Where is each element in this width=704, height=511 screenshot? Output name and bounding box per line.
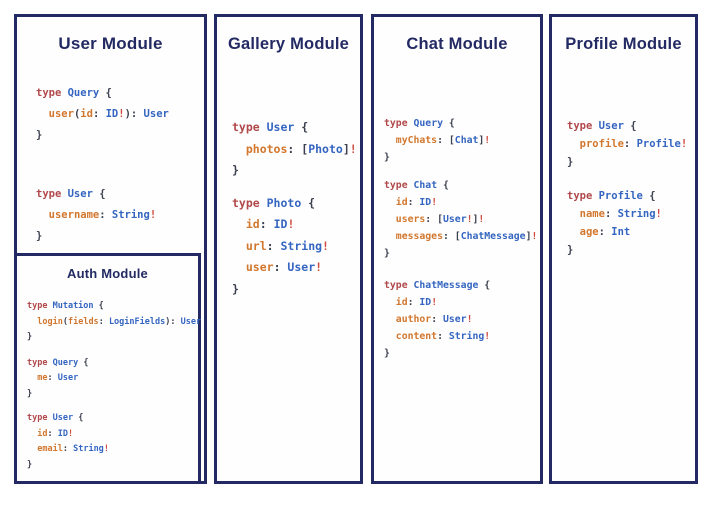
code-line: login(fields: LoginFields): User (37, 316, 202, 327)
code-line: users: [User!]! (395, 214, 485, 225)
code-line: username: String! (48, 209, 157, 221)
code-line: id: ID! (395, 197, 438, 208)
code-line: type User { (27, 413, 84, 423)
code-line: photos: [Photo]! (245, 141, 357, 156)
panel-chat-module: Chat Module type Query { myChats: [Chat]… (371, 14, 543, 484)
code-line: type User { (36, 188, 106, 200)
code-line: type Mutation { (27, 301, 104, 311)
profile-type-code-block: type Profile { name: String! age: Int} (567, 187, 695, 259)
code-line: type Query { (36, 87, 112, 99)
code-line: email: String! (37, 444, 109, 454)
auth-mutation-code-block: type Mutation { login(fields: LoginField… (27, 299, 202, 346)
code-line: content: String! (395, 331, 491, 342)
chat-message-code-block: type ChatMessage { id: ID! author: User!… (384, 277, 540, 362)
code-line: profile: Profile! (579, 138, 688, 150)
gallery-photo-code-block: type Photo { id: ID! url: String! user: … (232, 193, 360, 301)
code-line: id: ID! (37, 428, 74, 439)
chat-type-code-block: type Chat { id: ID! users: [User!]! mess… (384, 177, 540, 262)
code-line: type Profile { (567, 190, 656, 202)
code-line: type Query { (384, 118, 455, 129)
code-line: } (27, 388, 33, 399)
code-line: user(id: ID!): User (48, 108, 169, 120)
auth-query-code-block: type Query { me: User} (27, 356, 198, 403)
panel-gallery-module: Gallery Module type User { photos: [Phot… (214, 14, 363, 484)
code-line: id: ID! (395, 297, 438, 308)
gallery-user-code-block: type User { photos: [Photo]!} (232, 117, 360, 182)
code-line: myChats: [Chat]! (395, 135, 491, 146)
profile-user-code-block: type User { profile: Profile!} (567, 117, 695, 171)
code-line: } (567, 244, 574, 256)
chat-module-title: Chat Module (406, 35, 508, 53)
code-line: type Chat { (384, 180, 449, 191)
user-query-code-block: type Query { user(id: ID!): User} (36, 83, 204, 146)
auth-user-code-block: type User { id: ID! email: String!} (27, 411, 198, 473)
code-line: type User { (567, 120, 637, 132)
code-line: type User { (232, 120, 309, 134)
user-module-title: User Module (58, 34, 163, 53)
code-line: } (384, 348, 390, 359)
code-line: } (27, 459, 33, 470)
chat-query-code-block: type Query { myChats: [Chat]!} (384, 115, 540, 166)
code-line: author: User! (395, 314, 473, 325)
code-line: url: String! (245, 238, 329, 253)
code-line: type Photo { (232, 195, 316, 210)
gallery-module-title: Gallery Module (227, 35, 350, 53)
code-line: } (36, 129, 43, 141)
code-line: messages: [ChatMessage]! (395, 231, 538, 242)
code-line: user: User! (245, 260, 323, 274)
code-line: } (232, 163, 239, 177)
user-type-code-block: type User { username: String!} (36, 184, 204, 247)
code-line: id: ID! (245, 217, 295, 231)
code-line: type ChatMessage { (384, 280, 491, 291)
panel-profile-module: Profile Module type User { profile: Prof… (549, 14, 698, 484)
panel-user-module: User Module type Query { user(id: ID!): … (14, 14, 207, 484)
profile-module-title: Profile Module (565, 35, 682, 53)
code-line: me: User (37, 373, 79, 383)
code-line: age: Int (579, 226, 631, 238)
code-line: } (232, 281, 239, 296)
auth-module-title: Auth Module (67, 266, 148, 281)
code-line: type Query { (27, 357, 89, 368)
code-line: } (384, 248, 390, 259)
code-line: } (384, 152, 390, 163)
code-line: name: String! (579, 208, 662, 220)
panel-auth-module: Auth Module type Mutation { login(fields… (14, 253, 201, 484)
code-line: } (567, 156, 574, 168)
code-line: } (27, 332, 33, 342)
code-line: } (36, 230, 43, 242)
